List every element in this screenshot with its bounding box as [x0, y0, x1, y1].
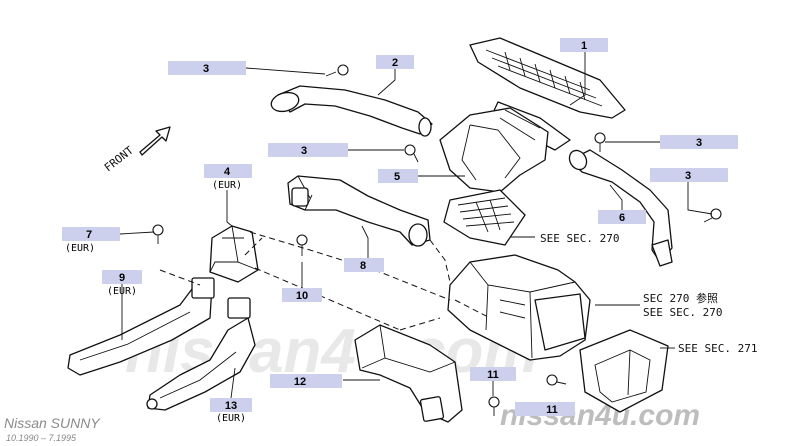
callout-2: 2	[376, 55, 414, 69]
callout-12: 12	[270, 374, 342, 388]
callout-5: 5	[378, 169, 418, 183]
svg-text:1: 1	[581, 40, 587, 52]
callout-6: 6	[598, 210, 646, 224]
section-references: SEE SEC. 270 SEC 270 参照 SEE SEC. 270 SEE…	[540, 232, 757, 355]
screw-11a	[546, 374, 567, 386]
svg-text:12: 12	[294, 376, 306, 388]
svg-text:(EUR): (EUR)	[107, 286, 137, 297]
svg-text:11: 11	[487, 369, 499, 381]
svg-text:(EUR): (EUR)	[216, 413, 246, 424]
ref-sec-270-jp: SEC 270 参照	[643, 291, 718, 305]
svg-text:(EUR): (EUR)	[212, 180, 242, 191]
part-floor-duct	[287, 175, 431, 247]
svg-text:(EUR): (EUR)	[65, 243, 95, 254]
screw-mid-left	[404, 144, 419, 163]
model-name: Nissan SUNNY	[4, 415, 101, 431]
front-arrow-icon	[139, 126, 171, 156]
callout-3d: 3	[650, 168, 728, 182]
callout-8: 8	[344, 258, 384, 272]
screw-right	[703, 208, 722, 223]
svg-text:3: 3	[685, 170, 691, 182]
svg-text:8: 8	[360, 260, 366, 272]
svg-text:6: 6	[619, 212, 625, 224]
callout-9-eur: 9 (EUR)	[102, 270, 142, 297]
screw-10	[296, 234, 308, 256]
svg-text:7: 7	[86, 229, 92, 241]
ref-see-sec-270-b: SEE SEC. 270	[643, 306, 722, 319]
part-rear-floor-duct	[354, 324, 463, 423]
part-side-hose-right	[568, 149, 673, 267]
callout-4-eur: 4 (EUR)	[204, 164, 252, 191]
svg-text:3: 3	[301, 145, 307, 157]
callout-3c: 3	[268, 143, 348, 157]
svg-text:3: 3	[696, 137, 702, 149]
callout-3a: 3	[168, 61, 246, 75]
callouts: 3 2 1 3 3 3 4 (EUR) 5 6 7 (EUR) 8 9 (EUR) 1…	[62, 38, 738, 424]
svg-text:4: 4	[224, 166, 231, 178]
svg-text:13: 13	[225, 400, 237, 412]
front-direction-indicator: FRONT	[102, 126, 171, 175]
leader-lines	[119, 52, 713, 399]
model-dates: 10.1990 – 7.1995	[6, 433, 77, 443]
screw-top	[325, 64, 349, 77]
callout-3b: 3	[660, 135, 738, 149]
part-defrost-grille	[443, 189, 526, 246]
part-side-hose-left	[270, 85, 433, 137]
callout-11a: 11	[470, 367, 516, 381]
part-center-duct	[439, 107, 549, 193]
assembly-dashed-lines	[159, 231, 491, 331]
svg-text:9: 9	[119, 272, 125, 284]
part-lower-duct-9	[67, 277, 215, 376]
front-label: FRONT	[102, 144, 136, 175]
ref-see-sec-271: SEE SEC. 271	[678, 342, 757, 355]
screws	[152, 64, 722, 416]
svg-text:10: 10	[296, 290, 308, 302]
part-heater-unit	[447, 254, 591, 361]
svg-text:3: 3	[203, 63, 209, 75]
callout-7-eur: 7 (EUR)	[62, 227, 120, 254]
part-lower-duct-13	[146, 297, 256, 411]
svg-text:11: 11	[546, 404, 558, 416]
screw-11b	[488, 396, 500, 416]
callout-10: 10	[282, 288, 322, 302]
screw-7	[152, 224, 164, 244]
part-box-duct-eur	[209, 225, 259, 283]
ref-see-sec-270-a: SEE SEC. 270	[540, 232, 619, 245]
part-blower-case	[579, 329, 669, 413]
callout-1: 1	[560, 38, 608, 52]
callout-13-eur: 13(EUR)	[210, 398, 252, 424]
svg-text:2: 2	[392, 57, 398, 69]
svg-text:5: 5	[394, 171, 400, 183]
screw-right-top	[594, 132, 606, 152]
callout-11b: 11	[515, 402, 575, 416]
